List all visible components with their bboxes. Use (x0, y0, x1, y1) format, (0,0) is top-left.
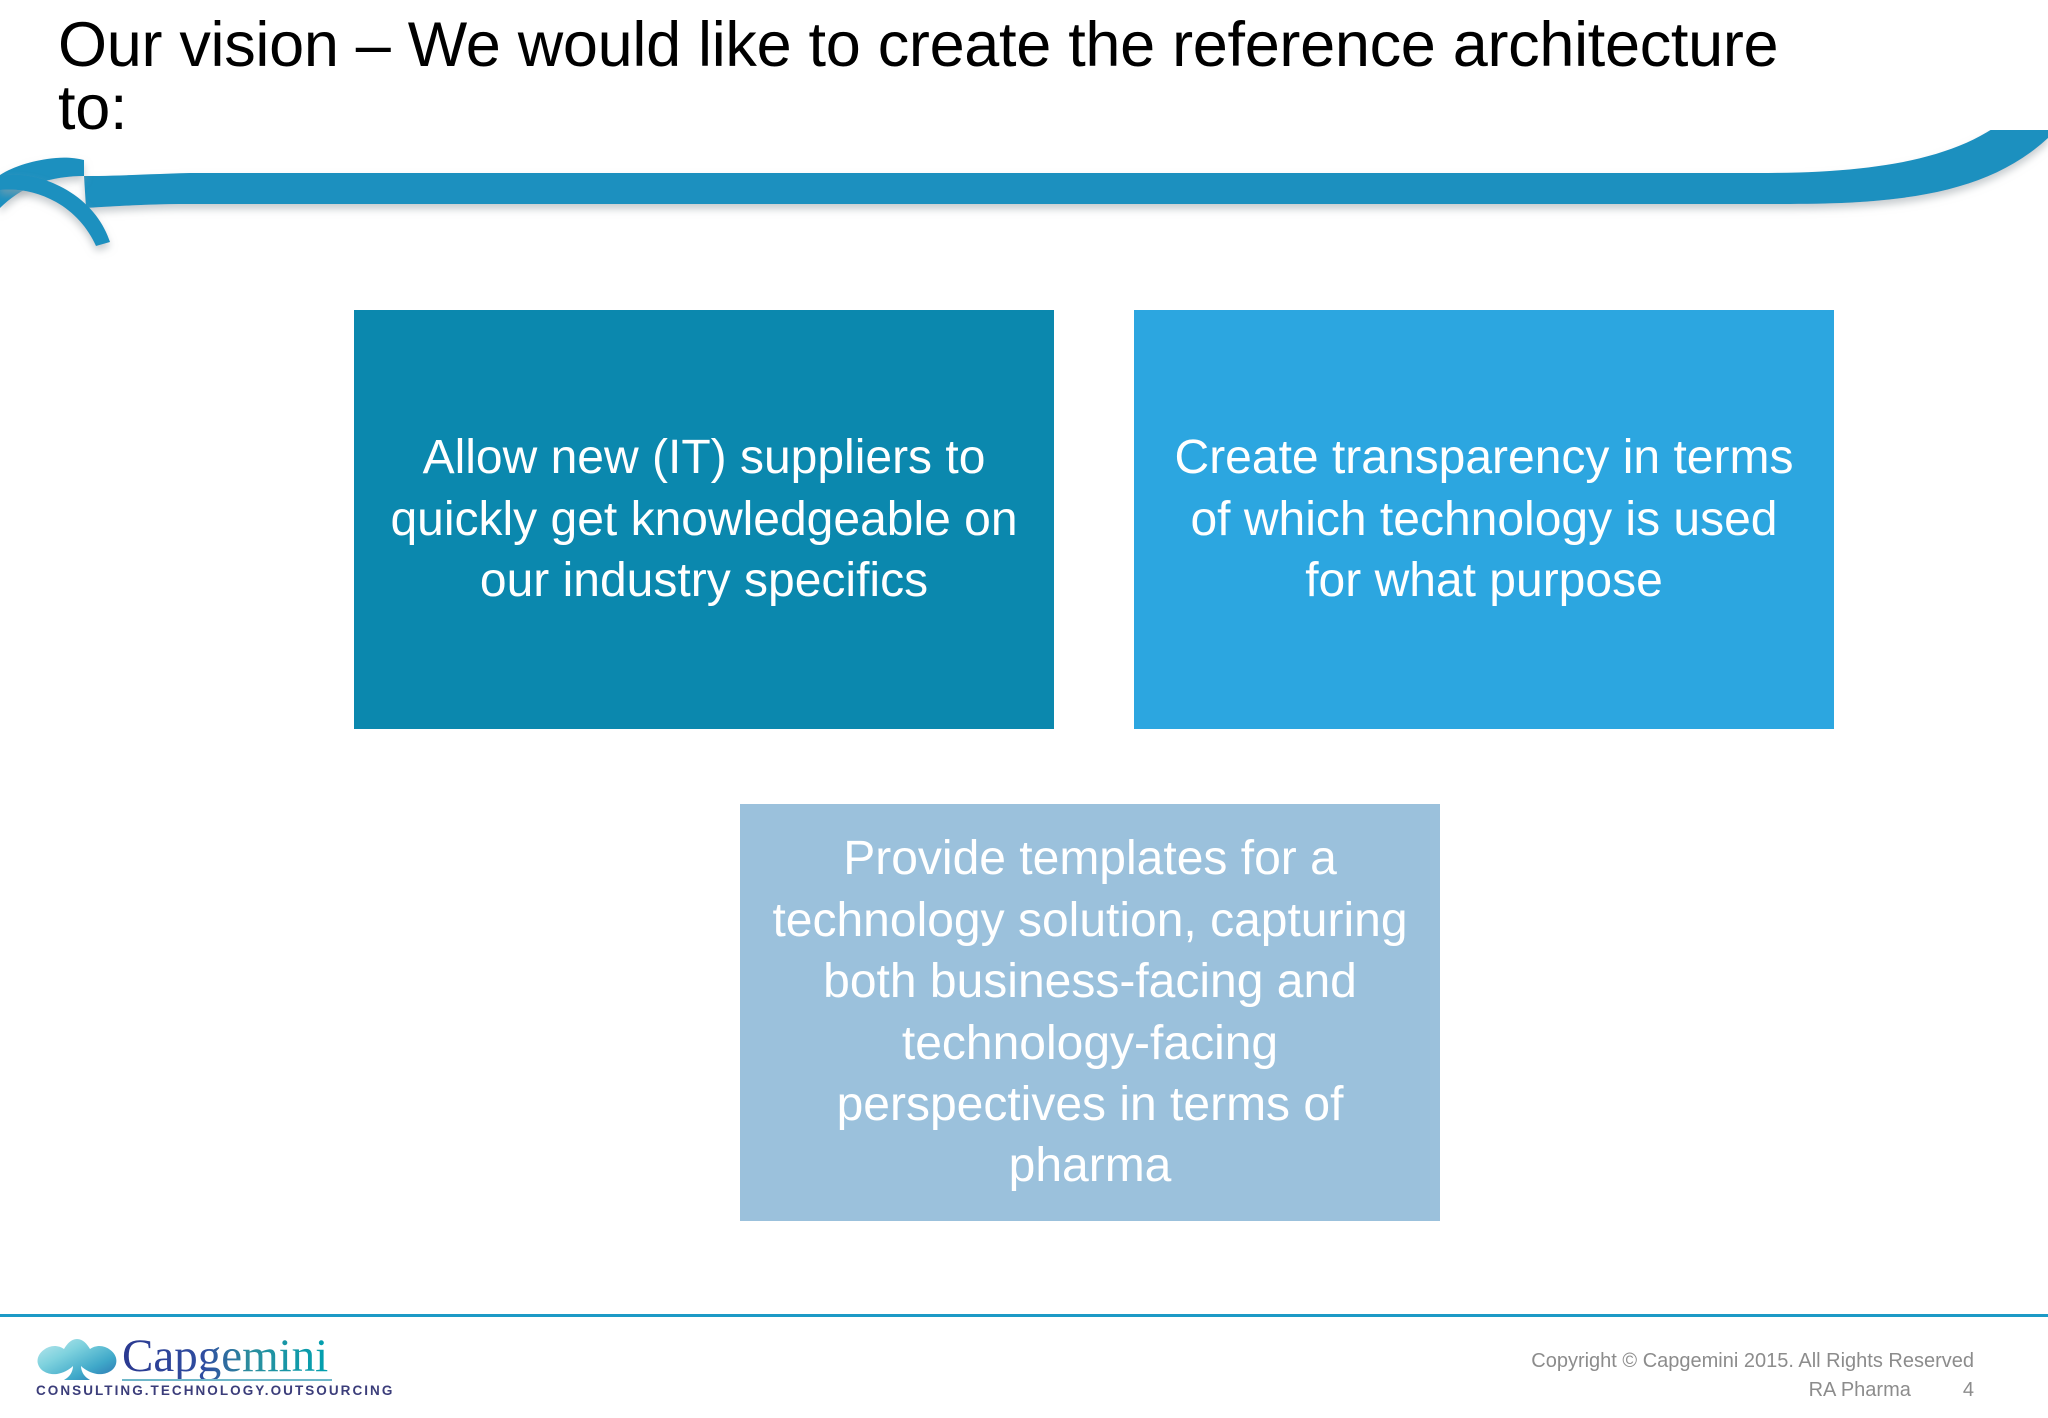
footer-subline: RA Pharma 4 (1809, 1379, 1974, 1402)
vision-box-text: Provide templates for a technology solut… (772, 832, 1408, 1193)
vision-box-text: Allow new (IT) suppliers to quickly get … (390, 431, 1018, 608)
footer-page-number: 4 (1962, 1379, 1974, 1401)
footer-deck-label: RA Pharma (1808, 1379, 1911, 1401)
capgemini-tagline: CONSULTING.TECHNOLOGY.OUTSOURCING (36, 1383, 395, 1398)
vision-box-allow-suppliers: Allow new (IT) suppliers to quickly get … (354, 310, 1054, 729)
capgemini-wordmark: Capgemini (122, 1330, 328, 1382)
capgemini-spade-icon (37, 1339, 117, 1380)
footer-copyright: Copyright © Capgemini 2015. All Rights R… (1531, 1350, 1974, 1372)
footer-divider (0, 1314, 2048, 1317)
vision-box-text: Create transparency in terms of which te… (1174, 431, 1794, 608)
capgemini-wordmark-text: Capgemini (122, 1330, 328, 1382)
swoosh-left-tail (0, 157, 84, 208)
logo-underline (122, 1379, 332, 1381)
header-swoosh-decoration (0, 130, 2048, 246)
swoosh-v-notch (0, 174, 110, 246)
capgemini-logo: Capgemini CONSULTING.TECHNOLOGY.OUTSOURC… (34, 1330, 392, 1407)
vision-box-create-transparency: Create transparency in terms of which te… (1134, 310, 1834, 729)
swoosh-main-curve (84, 130, 2048, 208)
page-title: Our vision – We would like to create the… (58, 10, 1796, 143)
vision-box-provide-templates: Provide templates for a technology solut… (740, 804, 1440, 1221)
